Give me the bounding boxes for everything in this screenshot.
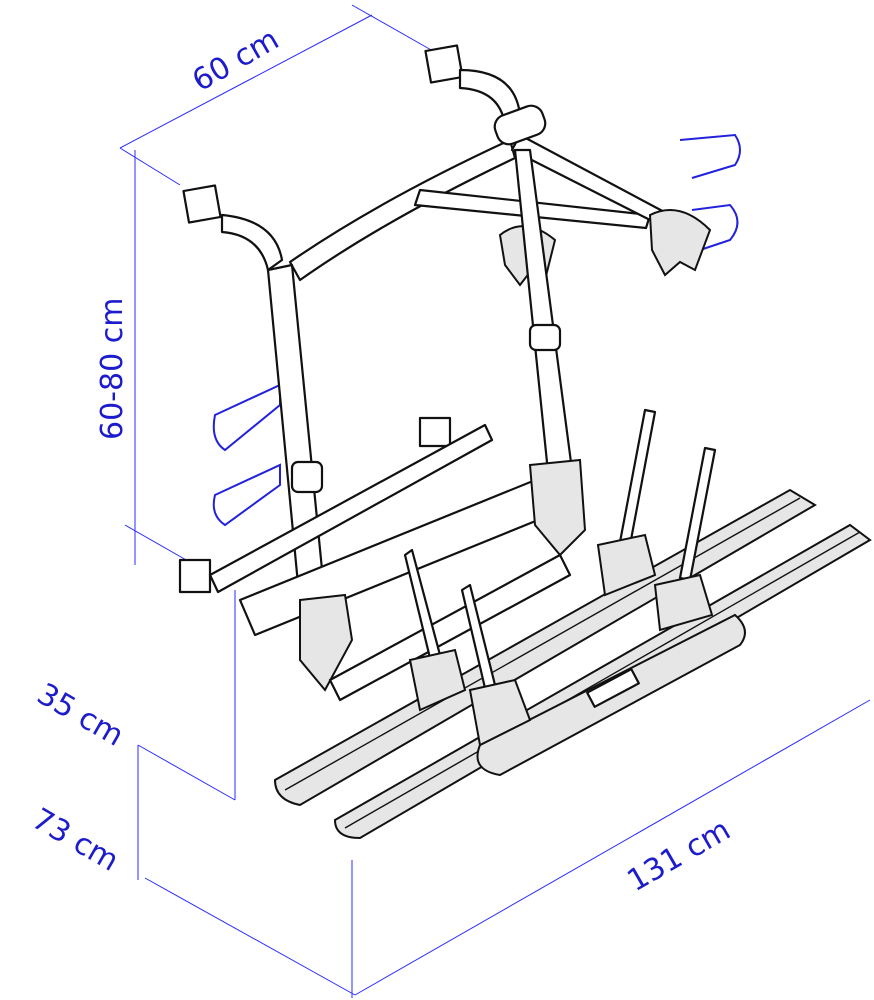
- dimension-labels: 60 cm 60-80 cm 35 cm 73 cm 131 cm: [26, 22, 736, 899]
- lower-offset-label: 35 cm: [31, 677, 129, 754]
- bike-rack-illustration: [178, 44, 872, 840]
- height-label: 60-80 cm: [95, 298, 130, 440]
- total-depth-label: 73 cm: [26, 802, 124, 879]
- length-label: 131 cm: [622, 812, 737, 899]
- dimension-lines: [119, 4, 871, 998]
